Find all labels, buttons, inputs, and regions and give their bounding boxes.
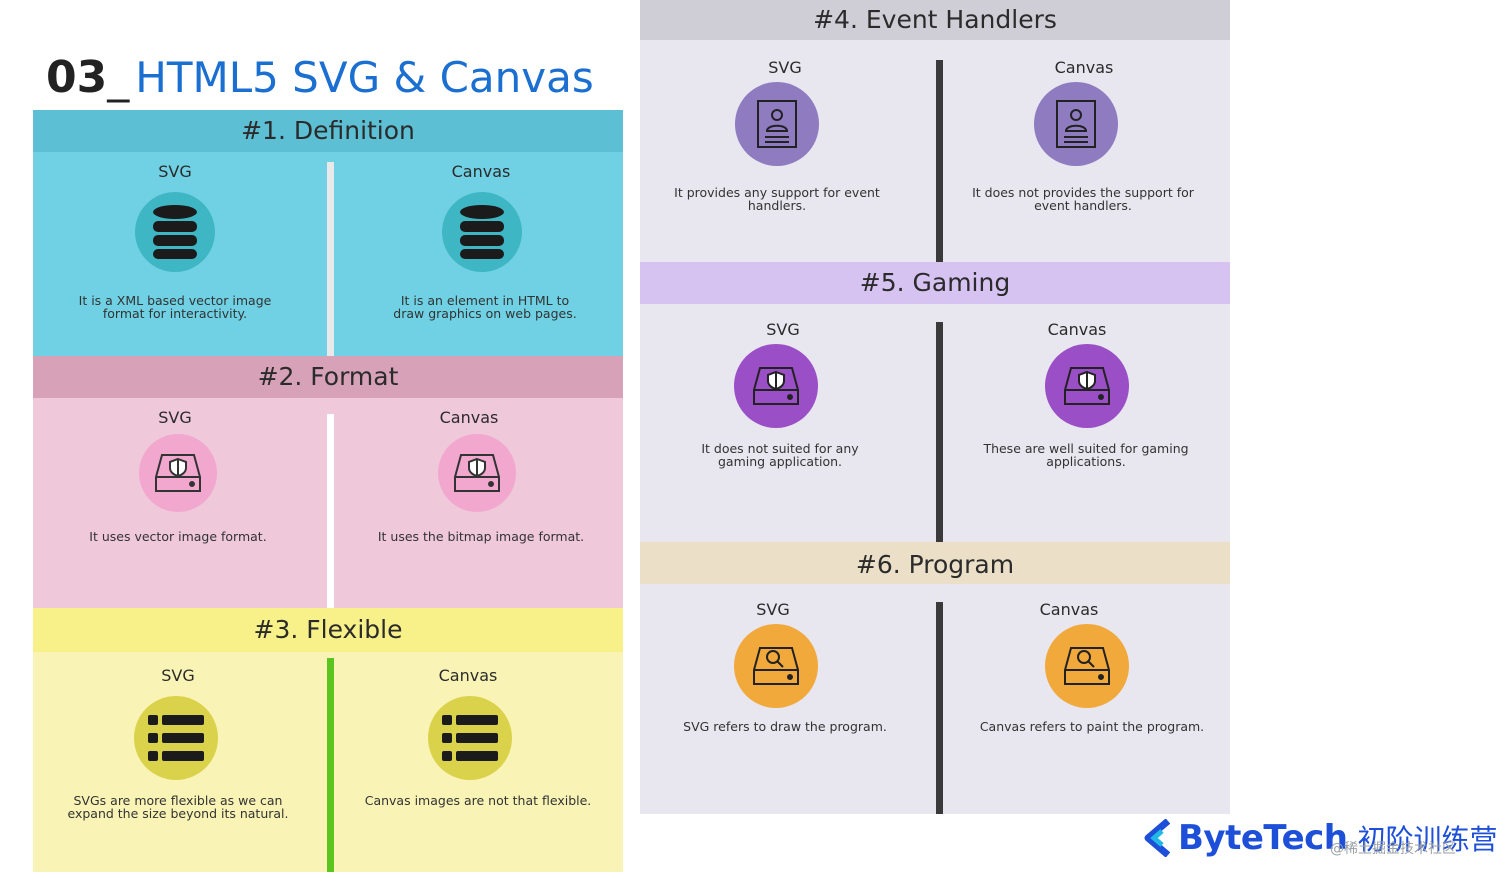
column-label: SVG <box>161 666 195 685</box>
canvas-column: Canvas It does not provides the support … <box>946 58 1230 262</box>
svg-column: SVG It is a XML based vector image forma… <box>33 162 317 356</box>
column-description: SVG refers to draw the program. <box>683 719 887 734</box>
title-separator: _ <box>107 52 130 103</box>
column-description: Canvas refers to paint the program. <box>979 719 1205 734</box>
column-label: Canvas <box>1039 600 1099 619</box>
column-label: SVG <box>158 162 192 181</box>
section-heading: #2. Format <box>33 356 623 398</box>
column-description: It uses vector image format. <box>89 529 267 544</box>
column-label: SVG <box>756 600 790 619</box>
divider <box>936 322 943 542</box>
slide-title: 03_HTML5 SVG & Canvas <box>46 52 594 108</box>
divider <box>327 162 334 356</box>
shield-drive-icon <box>139 434 217 512</box>
column-description: It does not provides the support for eve… <box>972 185 1194 213</box>
column-description: It is a XML based vector image format fo… <box>78 293 272 321</box>
column-label: SVG <box>158 408 192 427</box>
svg-column: SVG SVG refers to draw the program. <box>640 600 930 814</box>
canvas-column: Canvas It uses the bitmap image format. <box>339 408 623 608</box>
section-heading: #3. Flexible <box>33 608 623 652</box>
list-icon <box>134 696 218 780</box>
column-label: Canvas <box>439 408 499 427</box>
column-label: Canvas <box>1054 58 1114 77</box>
watermark: @稀土掘金技术社区 <box>1330 841 1456 857</box>
section-gaming: #5. Gaming SVG It does not suited for an… <box>640 262 1230 542</box>
section-heading: #4. Event Handlers <box>640 0 1230 40</box>
database-icon <box>135 192 215 272</box>
section-flexible: #3. Flexible SVG SVGs are more flexible … <box>33 608 623 872</box>
section-program: #6. Program SVG SVG refers to draw the p… <box>640 542 1230 814</box>
canvas-column: Canvas It is an element in HTML to draw … <box>339 162 623 356</box>
section-event-handlers: #4. Event Handlers SVG It provides any s… <box>640 0 1230 262</box>
bytetech-logo-icon <box>1144 819 1170 857</box>
column-description: It provides any support for event handle… <box>674 185 880 213</box>
svg-column: SVG It uses vector image format. <box>33 408 317 608</box>
svg-column: SVG It provides any support for event ha… <box>640 58 930 262</box>
canvas-column: Canvas These are well suited for gaming … <box>946 320 1230 542</box>
column-description: Canvas images are not that flexible. <box>364 793 592 808</box>
column-label: Canvas <box>451 162 511 181</box>
slide-number: 03 <box>46 52 108 103</box>
divider <box>936 60 943 262</box>
slide-title-text: HTML5 SVG & Canvas <box>135 53 594 102</box>
column-label: SVG <box>768 58 802 77</box>
shield-drive-icon <box>438 434 516 512</box>
divider <box>936 602 943 814</box>
brand-name: ByteTech <box>1178 818 1348 858</box>
canvas-column: Canvas Canvas images are not that flexib… <box>337 666 623 872</box>
section-heading: #6. Program <box>640 542 1230 584</box>
divider <box>327 658 334 872</box>
column-description: These are well suited for gaming applica… <box>983 441 1189 469</box>
user-document-icon <box>735 82 819 166</box>
section-format: #2. Format SVG It uses vector image form… <box>33 356 623 608</box>
column-description: It is an element in HTML to draw graphic… <box>393 293 577 321</box>
section-definition: #1. Definition SVG It is a XML based vec… <box>33 110 623 356</box>
section-heading: #5. Gaming <box>640 262 1230 304</box>
list-icon <box>428 696 512 780</box>
canvas-column: Canvas Canvas refers to paint the progra… <box>946 600 1230 814</box>
shield-drive-icon <box>734 344 818 428</box>
bytetech-brand: ByteTech 初阶训练营 <box>1144 816 1498 860</box>
database-icon <box>442 192 522 272</box>
shield-drive-icon <box>1045 344 1129 428</box>
svg-column: SVG SVGs are more flexible as we can exp… <box>33 666 323 872</box>
column-description: SVGs are more flexible as we can expand … <box>67 793 289 821</box>
section-heading: #1. Definition <box>33 110 623 152</box>
svg-column: SVG It does not suited for any gaming ap… <box>640 320 930 542</box>
column-description: It uses the bitmap image format. <box>377 529 585 544</box>
column-label: Canvas <box>438 666 498 685</box>
column-label: SVG <box>766 320 800 339</box>
search-drive-icon <box>1045 624 1129 708</box>
brand-subtitle: 初阶训练营 <box>1357 823 1498 856</box>
search-drive-icon <box>734 624 818 708</box>
column-description: It does not suited for any gaming applic… <box>701 441 859 469</box>
user-document-icon <box>1034 82 1118 166</box>
column-label: Canvas <box>1047 320 1107 339</box>
divider <box>327 414 334 608</box>
